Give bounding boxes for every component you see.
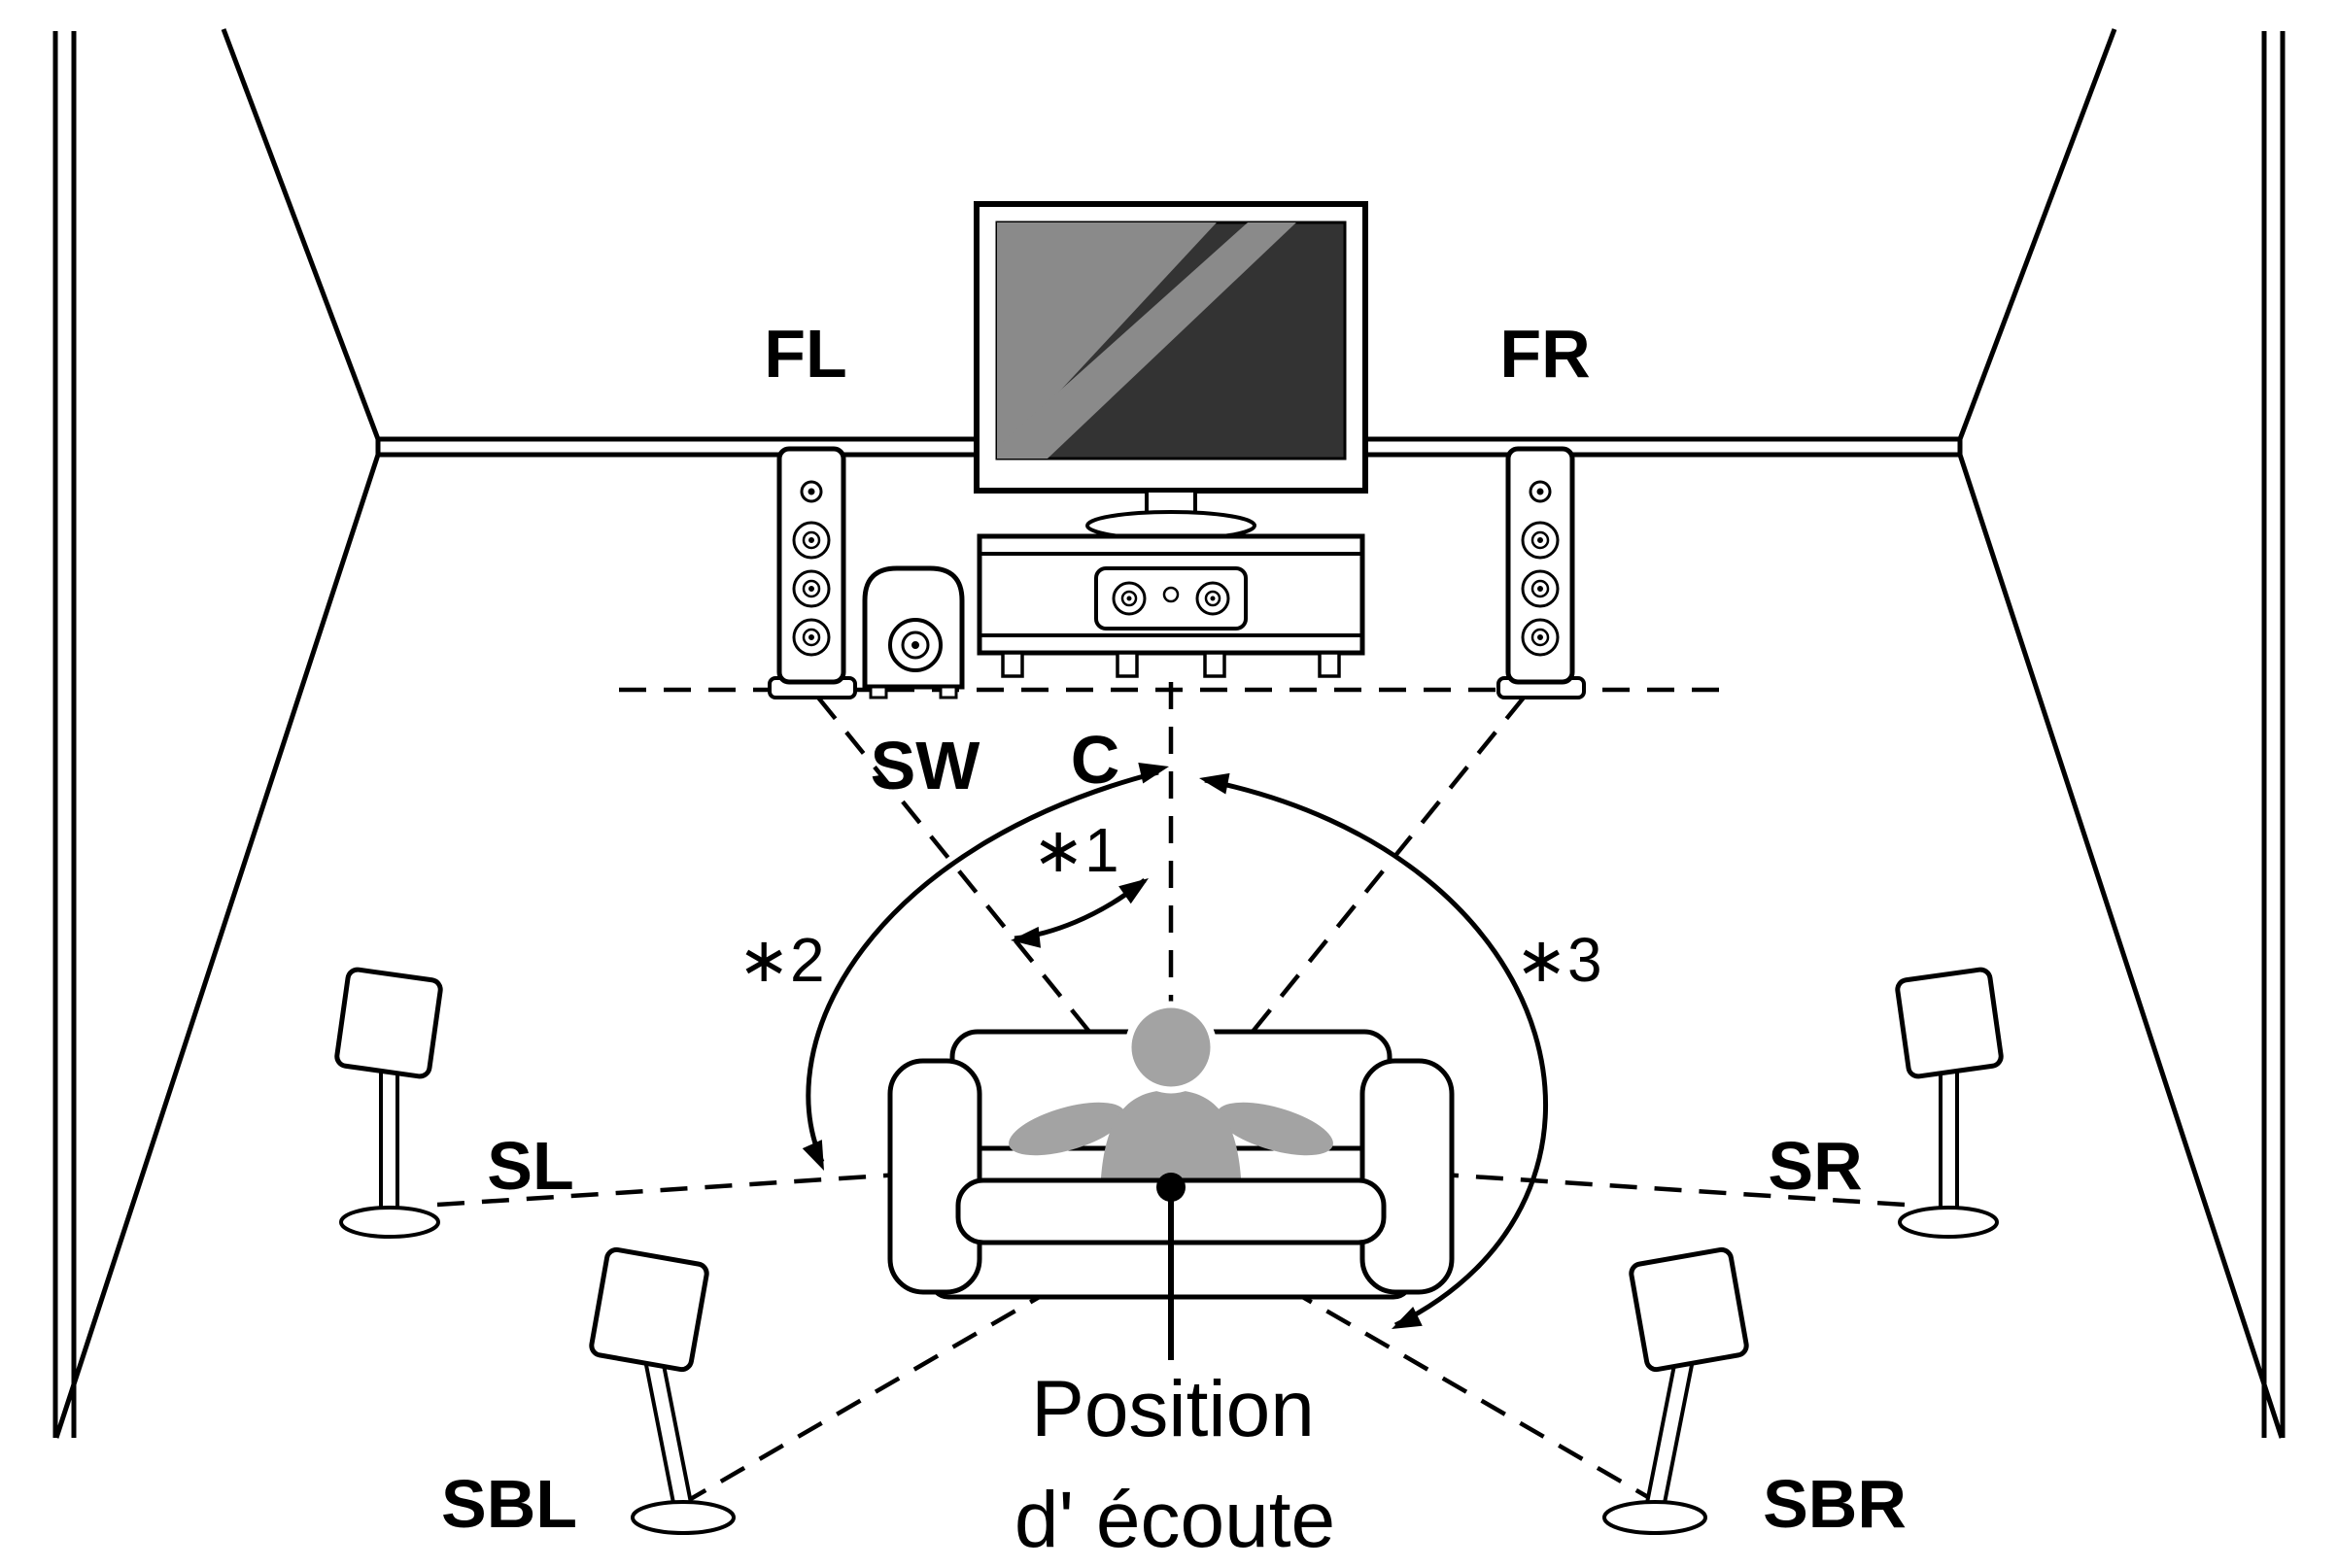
- listening-position-marker: [1156, 1173, 1186, 1360]
- surround-left-speaker: [334, 967, 443, 1239]
- listening-position-dot: [1156, 1173, 1186, 1202]
- label-angle-note-2: ∗2: [738, 925, 824, 995]
- label-surround-back-right: SBR: [1763, 1466, 1907, 1542]
- listener-arm-left: [1009, 1102, 1125, 1156]
- tv: [974, 201, 1368, 541]
- surround-right-speaker: [1895, 967, 2004, 1239]
- sbl-axis-line: [680, 1282, 1063, 1506]
- listener-head: [1124, 1001, 1218, 1094]
- listener-torso: [1100, 1090, 1242, 1205]
- arrowhead: [802, 1140, 824, 1171]
- label-front-right: FR: [1499, 316, 1590, 392]
- fl-axis-line: [816, 696, 1129, 1080]
- label-surround-left: SL: [487, 1128, 573, 1204]
- center-speaker: [1094, 566, 1248, 631]
- listener-arm-right: [1217, 1102, 1333, 1156]
- subwoofer: [862, 565, 965, 699]
- cabinet-foot: [1203, 651, 1226, 678]
- front-left-speaker: [768, 446, 857, 699]
- tv-cabinet: [977, 533, 1365, 678]
- label-subwoofer: SW: [871, 728, 980, 803]
- label-front-left: FL: [764, 316, 847, 392]
- label-surround-back-left: SBL: [441, 1466, 577, 1542]
- surround-back-left-speaker: [589, 1246, 736, 1535]
- fr-axis-line: [1213, 696, 1526, 1080]
- angle-arcs: [802, 763, 1549, 1329]
- arrowhead: [1199, 772, 1230, 795]
- screen-glare: [997, 222, 1296, 459]
- sofa-armrest-right: [1359, 1058, 1455, 1295]
- angle-arc-2: [806, 769, 1159, 1164]
- cabinet-foot: [1116, 651, 1139, 678]
- labels: FL FR SW C ∗1 ∗2 ∗3 SL SR SBL SBR Positi…: [441, 316, 1907, 1564]
- listener-silhouette: [1009, 1001, 1333, 1205]
- label-center: C: [1071, 722, 1120, 798]
- label-listening-position-line1: Position: [1031, 1365, 1315, 1453]
- front-right-speaker: [1496, 446, 1586, 699]
- label-surround-right: SR: [1768, 1128, 1862, 1204]
- arrowhead: [1392, 1306, 1423, 1329]
- sofa-armrest-left: [887, 1058, 982, 1295]
- sl-axis-line: [436, 1171, 916, 1208]
- arrowhead: [1011, 926, 1041, 948]
- arrowhead: [1138, 763, 1169, 784]
- cabinet-foot: [1001, 651, 1024, 678]
- label-angle-note-3: ∗3: [1515, 925, 1601, 995]
- cabinet-foot: [1318, 651, 1341, 678]
- arrowhead: [1118, 878, 1149, 904]
- sr-axis-line: [1426, 1171, 1906, 1208]
- label-listening-position-line2: d' écoute: [1014, 1476, 1335, 1564]
- label-angle-note-1: ∗1: [1032, 815, 1118, 885]
- angle-arc-3: [1204, 777, 1549, 1328]
- surround-back-right-speaker: [1602, 1246, 1749, 1535]
- sbr-axis-line: [1279, 1282, 1662, 1506]
